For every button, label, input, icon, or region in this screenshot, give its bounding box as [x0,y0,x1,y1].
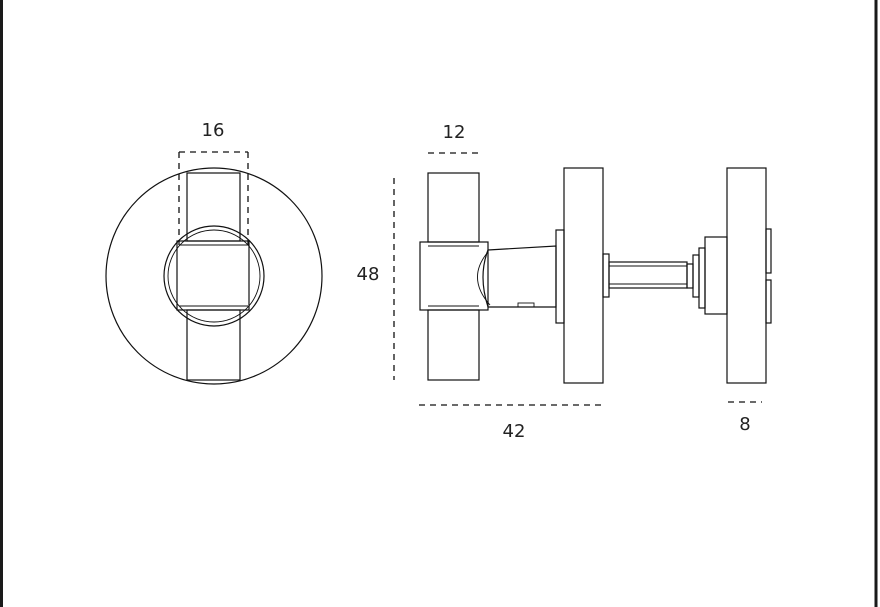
front-hub-inner-circle [167,229,261,323]
side-knob-center-block [419,241,489,311]
side-rose-rear [726,167,767,384]
side-fixing-ring-c [698,247,706,309]
front-knob-upper-bar [186,172,241,242]
side-knob-lower-bar [427,309,480,381]
rose-thickness-label: 8 [739,414,750,435]
side-rose-rear-tab-lower [765,279,772,324]
front-knob-lower-bar [186,309,241,381]
side-rose-front-collar [555,229,565,324]
side-view: 12 48 42 8 [357,122,772,442]
side-rear-collar [704,236,728,315]
side-stem-curve [477,251,491,306]
side-fixing-ring-b [692,254,700,298]
side-rose-front [563,167,604,384]
side-rose-rear-tab-upper [765,228,772,274]
side-stem-neck [482,245,557,308]
side-knob-width-label: 12 [443,122,466,143]
side-knob-upper-bar [427,172,480,243]
projection-label: 42 [503,421,526,442]
side-stem-set-screw [517,302,535,308]
front-knob-center-block [176,240,250,311]
height-label: 48 [357,264,380,285]
side-rose-front-back-step [602,253,610,298]
side-fixing-ring-a [686,263,694,289]
front-view: 16 [105,120,323,385]
front-hub-circle [163,225,265,327]
front-width-label: 16 [202,120,225,141]
front-rose-circle [105,167,323,385]
